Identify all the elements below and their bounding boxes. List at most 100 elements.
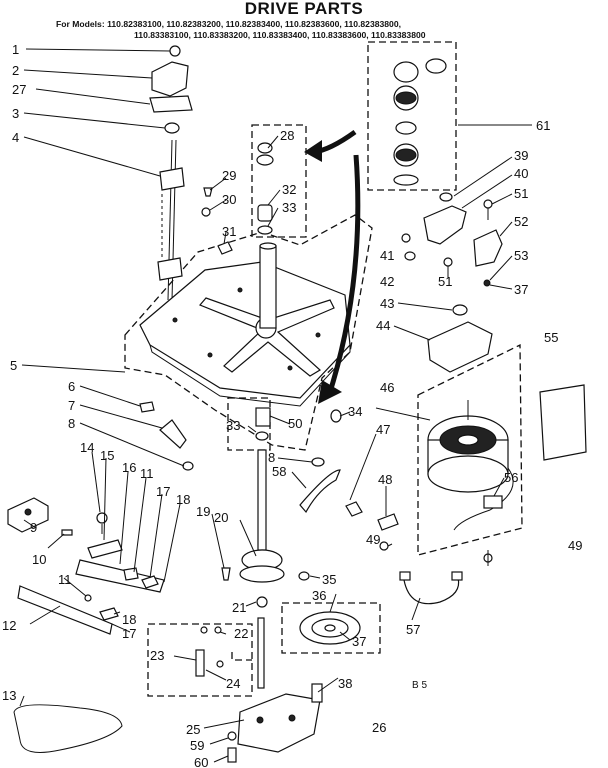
- base-plate: [139, 242, 351, 407]
- callout-label: 15: [100, 448, 114, 463]
- callout-label: 37: [514, 282, 528, 297]
- part-40: [423, 205, 467, 245]
- callout-label: 24: [226, 676, 240, 691]
- callout-label: 25: [186, 722, 200, 737]
- part-13-belt: [13, 704, 123, 753]
- direction-arrows: [304, 129, 361, 404]
- callout-label: 17: [122, 626, 136, 641]
- pulley-outline: [281, 602, 381, 654]
- shaft-seal-parts: [256, 142, 274, 235]
- left-linkage-parts: [149, 45, 233, 301]
- part-52: [473, 229, 503, 267]
- part-58: [299, 469, 341, 514]
- callout-label: 48: [378, 472, 392, 487]
- callout-label: 5: [10, 358, 17, 373]
- callout-label: 32: [282, 182, 296, 197]
- callout-label: 49: [366, 532, 380, 547]
- callout-label: 40: [514, 166, 528, 181]
- models-line-2: 110.83383100, 110.83383200, 110.83383400…: [134, 30, 426, 40]
- callout-label: 53: [514, 248, 528, 263]
- callout-label: 34: [348, 404, 362, 419]
- part-8: [182, 461, 194, 471]
- callout-label: 8: [268, 450, 275, 465]
- callout-label: 6: [68, 379, 75, 394]
- part-26: [237, 693, 321, 753]
- page-title: DRIVE PARTS: [244, 0, 364, 18]
- callout-label: 56: [504, 470, 518, 485]
- callout-label: 60: [194, 755, 208, 768]
- callout-labels: 1 2 27 3 4 28 29 30 32 33 31 61 39 40 51…: [2, 42, 582, 768]
- bracket-part: [151, 61, 189, 97]
- part-35: [298, 571, 310, 581]
- callout-label: 9: [30, 520, 37, 535]
- callout-label: 26: [372, 720, 386, 735]
- callout-label: 2: [12, 63, 19, 78]
- callout-label: 27: [12, 82, 26, 97]
- transmission-shaft: [257, 617, 265, 689]
- part-14: [96, 512, 108, 524]
- callout-label: 11: [58, 572, 72, 587]
- callout-label: 42: [380, 274, 394, 289]
- idler-inner-outline: [231, 652, 252, 661]
- callout-label: 12: [2, 618, 16, 633]
- callout-label: 36: [312, 588, 326, 603]
- part-47: [345, 501, 363, 517]
- leader-lines: [19, 48, 532, 763]
- part-18: [99, 607, 119, 621]
- part-23-24: [195, 649, 205, 677]
- callout-label: 35: [322, 572, 336, 587]
- part-32: [257, 204, 273, 222]
- callout-label: 18: [176, 492, 190, 507]
- lower-left-parts: [7, 497, 165, 753]
- kit-61-parts: [393, 58, 447, 186]
- callout-label: 4: [12, 130, 19, 145]
- callout-label: 33: [282, 200, 296, 215]
- callout-label: 28: [280, 128, 294, 143]
- part-28: [257, 142, 273, 154]
- callout-label: 21: [232, 600, 246, 615]
- rod-bracket-upper: [159, 167, 185, 191]
- callout-label: 10: [32, 552, 46, 567]
- callout-label: 33: [226, 418, 240, 433]
- part-22: [200, 626, 208, 634]
- callout-label: 7: [68, 398, 75, 413]
- part-55: [539, 384, 587, 461]
- callout-label: 38: [338, 676, 352, 691]
- part-57: [403, 577, 460, 605]
- part-15: [87, 539, 123, 559]
- callout-label: 41: [380, 248, 394, 263]
- motor-assembly-outline: [417, 343, 523, 556]
- callout-label: 55: [544, 330, 558, 345]
- callout-label: 20: [214, 510, 228, 525]
- callout-label: 19: [196, 504, 210, 519]
- callout-label: 11: [140, 466, 154, 481]
- models-line-1: For Models: 110.82383100, 110.82383200, …: [56, 19, 402, 29]
- grommet-part: [164, 122, 180, 134]
- part-19: [221, 567, 231, 581]
- callout-label: 46: [380, 380, 394, 395]
- callout-label: 50: [288, 416, 302, 431]
- callout-label: 47: [376, 422, 390, 437]
- callout-label: 3: [12, 106, 19, 121]
- callout-label: 43: [380, 296, 394, 311]
- arrow-to-coupling: [327, 154, 361, 393]
- callout-label: 29: [222, 168, 236, 183]
- callout-label: 30: [222, 192, 236, 207]
- rod-bracket-lower: [157, 257, 183, 281]
- footer-code: B 5: [412, 680, 427, 691]
- part-7: [159, 419, 187, 449]
- part-34: [330, 409, 342, 423]
- part-16-bar: [75, 559, 165, 593]
- tub-shaft-parts-outline: [251, 124, 307, 238]
- part-12: [17, 585, 113, 635]
- callout-label: 13: [2, 688, 16, 703]
- callout-label: 16: [122, 460, 136, 475]
- screw-30-part: [201, 207, 211, 217]
- callout-label: 14: [80, 440, 94, 455]
- callout-label: 31: [222, 224, 236, 239]
- callout-label: 57: [406, 622, 420, 637]
- part-11: [84, 594, 92, 602]
- callout-label: 1: [12, 42, 19, 57]
- callout-label: 22: [234, 626, 248, 641]
